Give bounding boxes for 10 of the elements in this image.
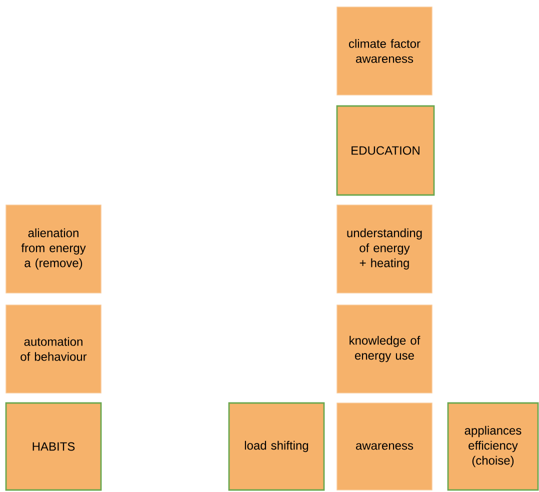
text-box: automation of behaviour [6, 304, 102, 394]
text-box: alienation from energy a (remove) [6, 204, 102, 294]
text-box: awareness [336, 402, 432, 490]
text-box: load shifting [228, 402, 325, 491]
text-box: climate factor awareness [336, 6, 432, 96]
text-box: understanding of energy + heating [336, 204, 432, 294]
text-box: knowledge of energy use [336, 304, 432, 394]
text-box: HABITS [5, 402, 102, 491]
text-box: EDUCATION [336, 105, 435, 196]
text-box: appliances efficiency (choise) [447, 402, 539, 491]
